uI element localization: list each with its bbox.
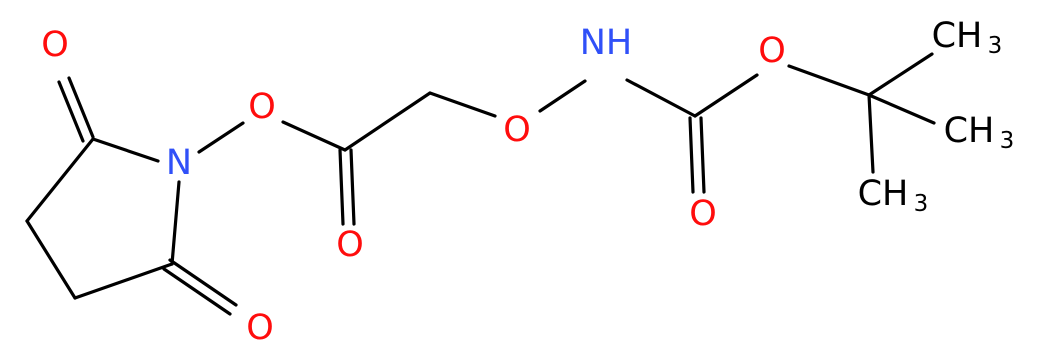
bond-c2-n [91,137,160,163]
atom-o-boc-carbonyl: O [689,194,717,234]
bond-nh-c [625,78,697,118]
atom-o-boc-ether: O [758,31,786,71]
bond-carbamate-o-2 [699,116,706,194]
bond-c2-o-top-1 [67,76,95,139]
bond-acyl-c-o-1 [338,148,345,226]
atom-labels: O N O O O O NH O O CH 3 CH 3 CH 3 [41,16,1014,348]
bond-ch2-o [428,91,497,118]
bond-c2-o-top-2 [57,80,85,143]
atom-nh: NH [580,23,633,63]
bond-o-acyl-c [281,120,347,152]
bond-c3-c4 [25,219,77,300]
bond-carbamate-o-1 [688,116,695,194]
atom-ch3-bot: CH [858,174,909,214]
atom-o-top-carbonyl: O [41,25,69,65]
bond-acyl-c-o-2 [349,148,356,226]
subscript-ch3-bot: 3 [914,191,929,217]
methyl-bot: CH 3 [858,174,929,217]
bond-o-nh [538,79,587,113]
atom-ch3-mid: CH [944,111,995,151]
subscript-ch3-top: 3 [988,33,1003,59]
subscript-ch3-mid: 3 [1000,128,1015,154]
bond-tbu-ch3-mid [867,93,936,125]
atom-ch3-top: CH [932,16,983,56]
atom-o-ester-link: O [248,87,276,127]
bond-c5-n [170,180,181,266]
atom-o-acyl-carbonyl: O [336,225,364,265]
atom-o-aminooxy: O [503,110,531,150]
methyl-mid: CH 3 [944,111,1015,154]
bond-c-o-ether [693,73,759,118]
bond-o-tbu [787,64,871,97]
bond-c5-o-bottom-2 [162,267,232,316]
atom-n-ring: N [166,143,192,183]
bond-c2-c3 [25,137,95,223]
bond-tbu-ch3-bot [867,93,875,174]
methyl-top: CH 3 [932,16,1003,59]
atom-o-bottom-carbonyl: O [246,308,274,348]
bonds [25,52,936,316]
bond-n-o [197,121,245,154]
bond-c4-c5 [73,262,174,300]
bond-c5-o-bottom-1 [168,258,238,307]
bond-acyl-c-ch2 [343,91,432,152]
bond-tbu-ch3-top [867,52,934,97]
